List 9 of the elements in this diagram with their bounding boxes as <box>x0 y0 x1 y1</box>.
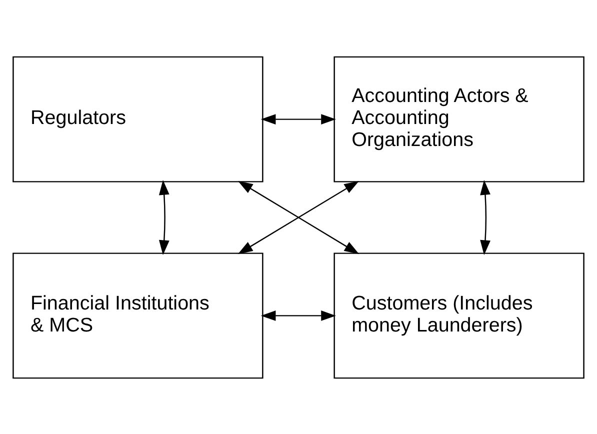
arrow <box>260 114 336 124</box>
arrow <box>238 180 360 254</box>
arrow <box>480 180 490 255</box>
node-box: Regulators <box>12 56 264 182</box>
node-box: Financial Institutions & MCS <box>12 252 264 378</box>
arrow <box>260 310 336 320</box>
node-box: Accounting Actors & Accounting Organizations <box>334 56 584 182</box>
arrow <box>158 180 170 255</box>
node-box: Customers (Includes money Launderers) <box>334 252 584 378</box>
